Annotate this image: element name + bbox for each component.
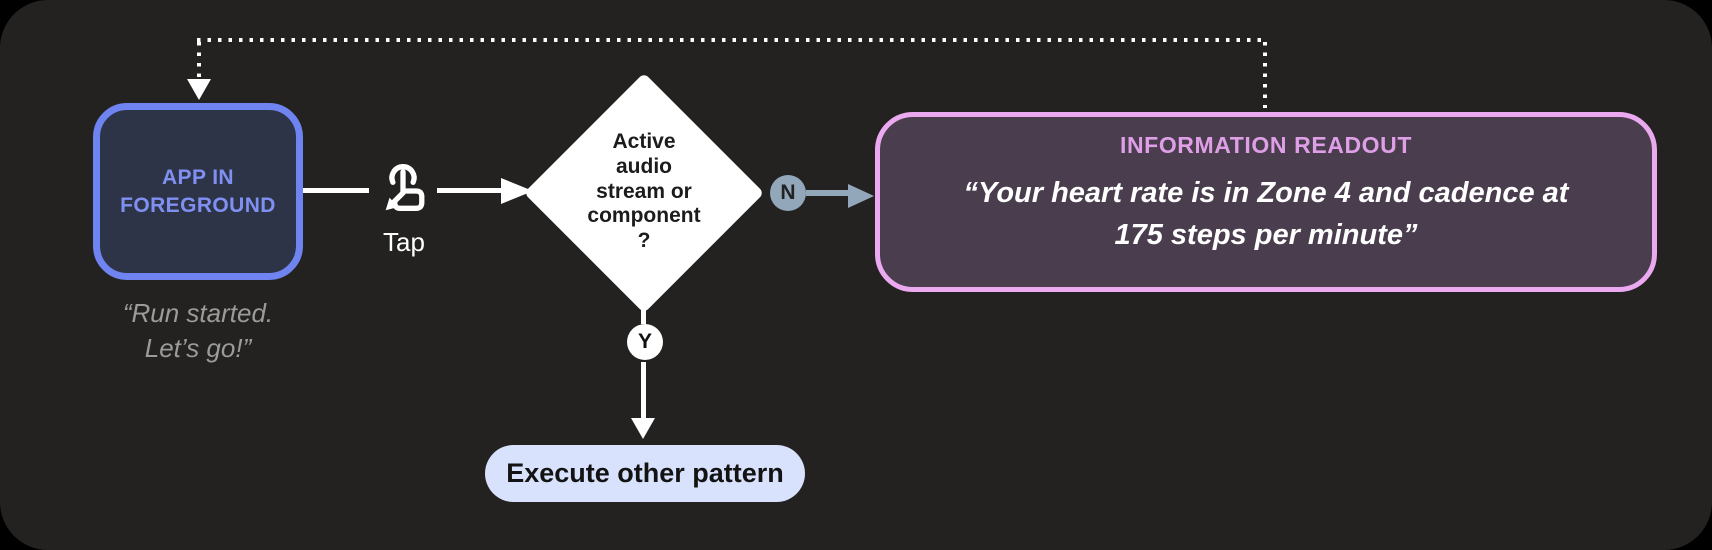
branch-no-badge: N	[770, 175, 806, 211]
diamond-line-2: audio	[616, 154, 672, 178]
branch-yes-badge: Y	[627, 324, 663, 360]
feedback-loop-line-horizontal	[197, 38, 1267, 42]
app-caption-line2: Let’s go!”	[144, 333, 252, 364]
readout-quote-line1: “Your heart rate is in Zone 4 and cadenc…	[963, 177, 1569, 209]
feedback-loop-line-left	[197, 42, 201, 78]
node-execute-other-pattern: Execute other pattern	[485, 445, 805, 502]
connector-app-to-tap	[303, 188, 369, 193]
app-caption-line1: “Run started.	[122, 298, 274, 328]
diamond-line-4: component	[587, 204, 701, 228]
connector-yes-to-pill	[641, 362, 646, 419]
connector-no-to-readout	[806, 190, 852, 196]
app-caption: “Run started. Let’s go!”	[63, 296, 333, 366]
node-app-in-foreground: APP IN FOREGROUND	[93, 103, 303, 280]
tap-gesture-icon	[385, 164, 425, 211]
connector-diamond-to-yes	[641, 308, 646, 324]
app-in-foreground-label: APP IN FOREGROUND	[120, 166, 276, 217]
feedback-arrowhead-icon	[187, 79, 211, 100]
execute-other-pattern-label: Execute other pattern	[506, 458, 784, 488]
diamond-line-3: stream or	[596, 179, 692, 203]
arrowhead-into-readout-icon	[848, 184, 874, 208]
readout-quote: “Your heart rate is in Zone 4 and cadenc…	[964, 172, 1569, 256]
node-information-readout: INFORMATION READOUT “Your heart rate is …	[875, 112, 1657, 292]
connector-tap-to-diamond	[437, 188, 503, 193]
decision-diamond-label: Active audio stream or component ?	[564, 130, 724, 254]
diamond-line-5: ?	[637, 229, 651, 253]
branch-no-letter: N	[780, 181, 796, 204]
readout-title: INFORMATION READOUT	[1119, 132, 1413, 158]
tap-edge-label: Tap	[383, 227, 425, 257]
arrowhead-into-pill-icon	[631, 418, 655, 439]
readout-quote-line2: 175 steps per minute”	[1114, 219, 1418, 252]
branch-yes-letter: Y	[637, 330, 652, 353]
diamond-line-1: Active	[612, 130, 676, 153]
feedback-loop-line-right	[1263, 42, 1267, 108]
